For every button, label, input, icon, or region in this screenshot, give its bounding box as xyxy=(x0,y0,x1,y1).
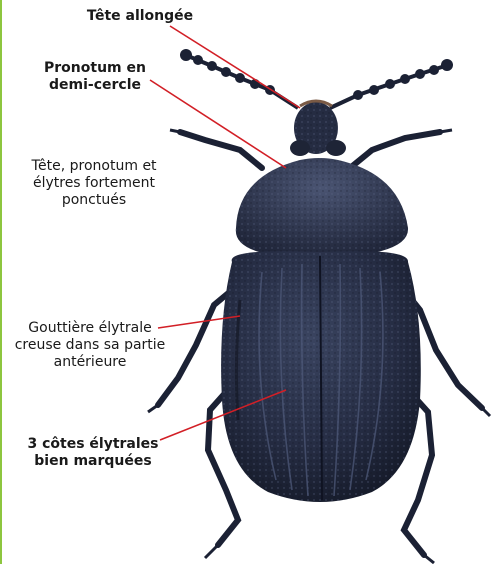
beetle-pronotum xyxy=(236,158,408,258)
label-pronotum: Pronotum en demi-cercle xyxy=(20,60,170,94)
label-gouttiere: Gouttière élytrale creuse dans sa partie… xyxy=(4,320,176,371)
beetle-elytra xyxy=(221,251,421,502)
leader-pronotum xyxy=(150,80,286,168)
label-ponctuation: Tête, pronotum et élytres fortement ponc… xyxy=(8,158,180,209)
label-tete-allongee: Tête allongée xyxy=(60,8,220,25)
leader-tete xyxy=(170,26,300,108)
beetle-head xyxy=(290,101,346,156)
label-cotes: 3 côtes élytrales bien marquées xyxy=(8,436,178,470)
